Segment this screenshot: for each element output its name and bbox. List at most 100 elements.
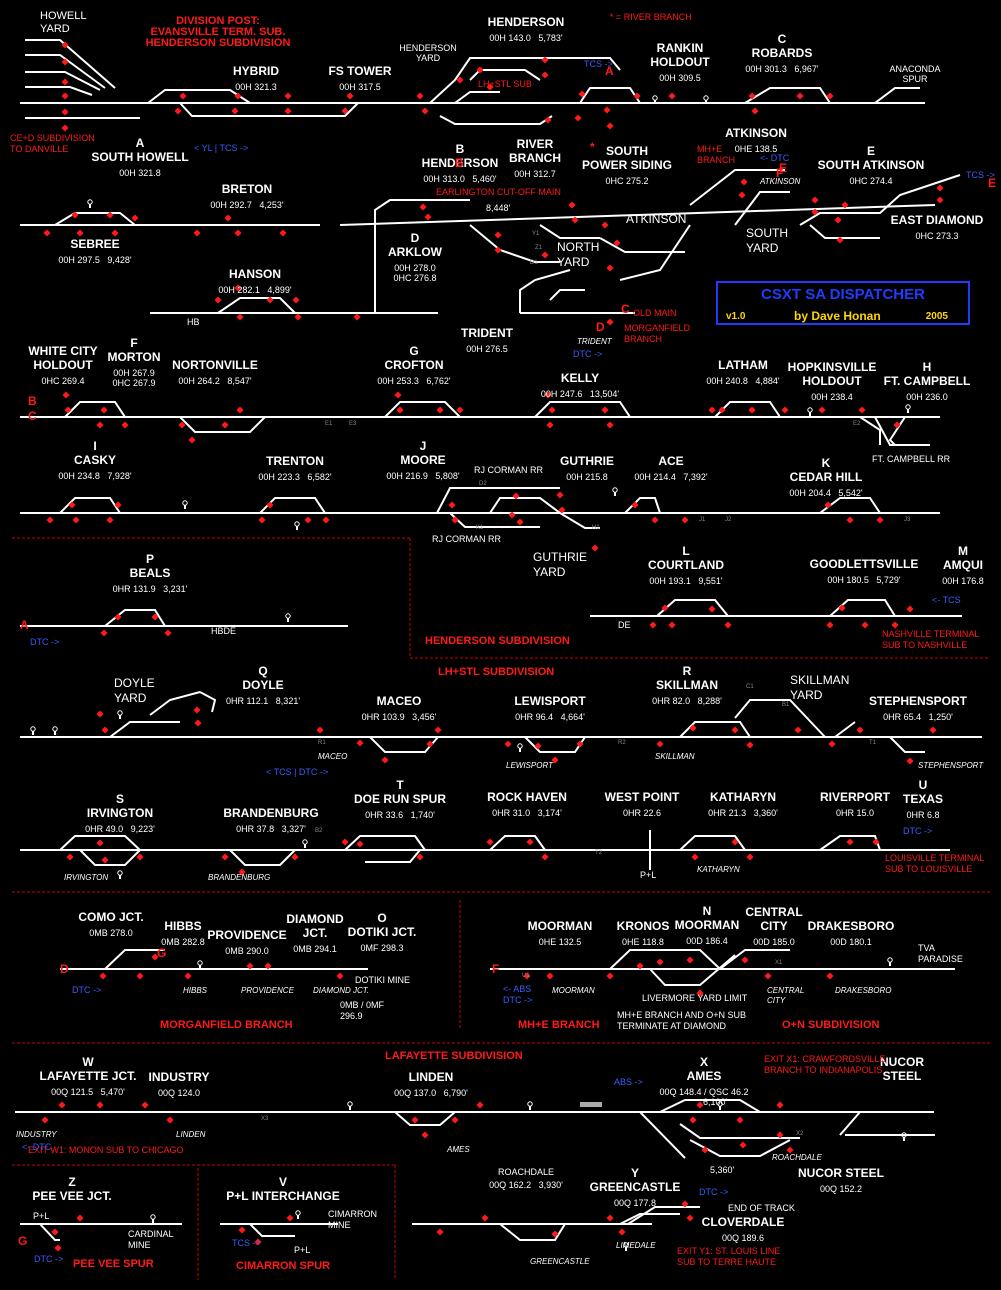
signal-icon <box>526 838 534 846</box>
station-65[interactable]: NUCOR STEEL <box>880 1055 924 1084</box>
track-marker: X3 <box>261 1116 269 1122</box>
station-milepost: 0HE 138.5 <box>734 143 778 154</box>
station-0[interactable]: HOWELL YARD <box>40 10 86 35</box>
station-55[interactable]: O DOTIKI JCT.0MF 298.3 <box>348 911 417 953</box>
map-label: RJ CORMAN RR <box>432 534 501 544</box>
station-name: I CASKY <box>73 439 116 467</box>
signal-icon <box>541 853 549 861</box>
control-territory-label: DTC -> <box>34 1254 64 1264</box>
siding-track <box>539 224 600 239</box>
station-milepost: 0HE 118.8 <box>622 936 664 947</box>
signal-icon <box>736 1116 744 1124</box>
station-61[interactable]: W LAFAYETTE JCT.00Q 121.5 5,470' <box>40 1055 137 1097</box>
signal-icon <box>151 613 159 621</box>
station-milepost: 00Q 121.5 5,470' <box>51 1086 125 1097</box>
station-4[interactable]: HENDERSON YARD <box>399 43 457 64</box>
signal-icon <box>578 90 586 98</box>
siding-track <box>436 487 560 514</box>
switch-key-icon <box>294 521 300 527</box>
station-54[interactable]: DIAMOND JCT.0MB 294.1 <box>286 912 343 954</box>
signal-icon <box>136 853 144 861</box>
siding-track <box>874 87 920 104</box>
station-name: BRANDENBURG <box>223 806 319 820</box>
switch-key-icon <box>612 487 618 493</box>
station-51[interactable]: COMO JCT.0MB 278.0 <box>78 910 143 939</box>
station-milepost: 00H 180.5 5,729' <box>827 574 901 585</box>
station-69[interactable]: Z PEE VEE JCT. <box>32 1175 111 1204</box>
map-label: CIMARRON MINE <box>328 1209 377 1231</box>
station-70[interactable]: V P+L INTERCHANGE <box>226 1175 339 1204</box>
station-name: LATHAM <box>718 358 768 372</box>
signal-icon <box>61 108 69 116</box>
signal-icon <box>184 972 192 980</box>
station-7[interactable]: ANACONDA SPUR <box>889 64 940 85</box>
connection-letter: G <box>157 946 167 960</box>
signal-icon <box>606 264 614 272</box>
signal-icon <box>824 501 832 509</box>
station-name: SOUTH POWER SIDING <box>581 144 673 172</box>
